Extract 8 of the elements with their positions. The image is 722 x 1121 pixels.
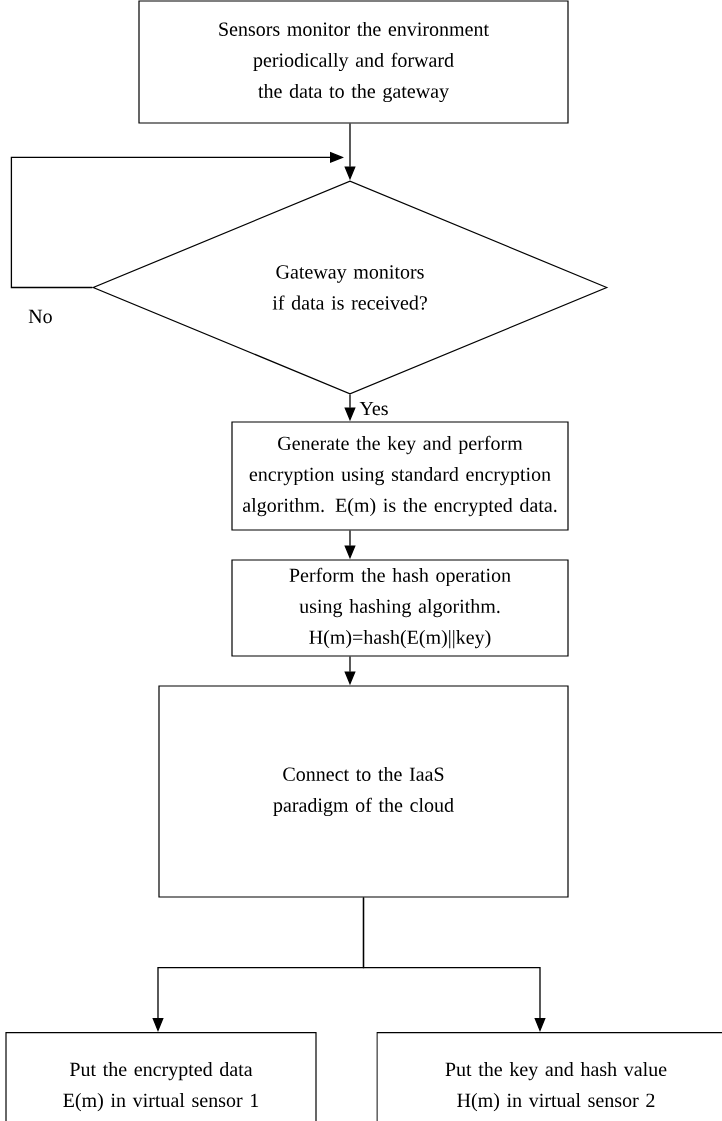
process-box: Put the encrypted data E(m) in virtual sensor 1 bbox=[5, 1032, 317, 1121]
edge-label: No bbox=[27, 308, 54, 325]
process-box: Perform the hash operation using hashing algorithm. H(m)=hash(E(m)||key) bbox=[231, 559, 569, 657]
process-box: Sensors monitor the environment periodically and forward the data to the gateway bbox=[138, 0, 569, 124]
edge-label: Yes bbox=[358, 400, 390, 417]
process-box: Put the key and hash value H(m) in virtual sensor 2 bbox=[376, 1032, 722, 1121]
process-box: Generate the key and perform encryption using standard encryption algorithm. E(m) is the encrypted data. bbox=[231, 421, 569, 531]
process-box: Connect to the IaaS paradigm of the cloud bbox=[158, 685, 569, 898]
